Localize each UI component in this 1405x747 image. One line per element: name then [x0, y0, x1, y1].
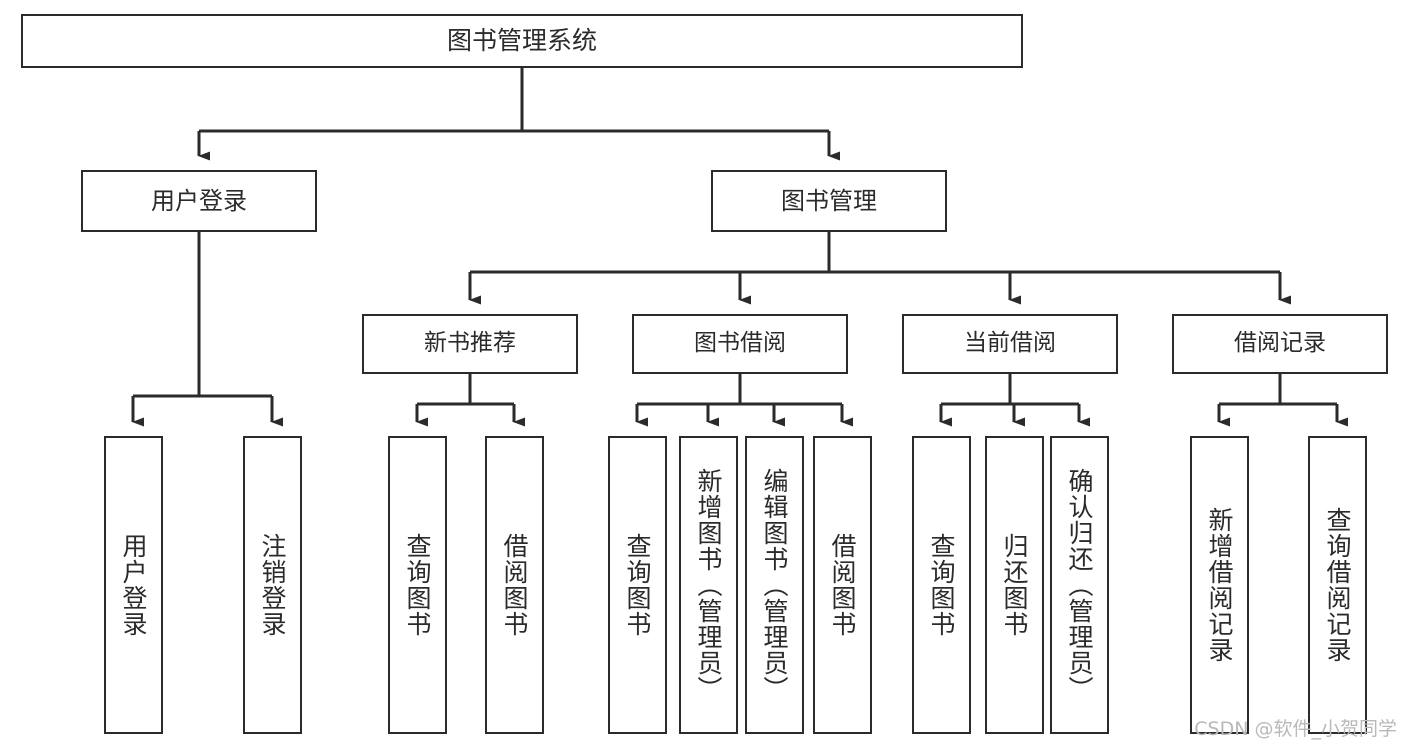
edge-group-book-manage	[468, 232, 1291, 305]
node-label: 确认归还（管理员）	[1065, 468, 1094, 702]
node-label: 查询图书	[623, 533, 652, 637]
leaf-rec-query-book[interactable]: 查询图书	[388, 436, 447, 734]
node-current-borrow[interactable]: 当前借阅	[902, 314, 1118, 374]
leaf-bb-add-book-admin[interactable]: 新增图书（管理员）	[679, 436, 738, 734]
node-label: 借阅图书	[828, 533, 857, 637]
leaf-bb-query-book[interactable]: 查询图书	[608, 436, 667, 734]
node-label: 用户登录	[119, 533, 148, 637]
leaf-cb-query-book[interactable]: 查询图书	[912, 436, 971, 734]
leaf-br-query-record[interactable]: 查询借阅记录	[1308, 436, 1367, 734]
leaf-user-login[interactable]: 用户登录	[104, 436, 163, 734]
node-label: 图书管理系统	[446, 26, 597, 56]
node-user-login[interactable]: 用户登录	[81, 170, 317, 232]
node-label: 新增图书（管理员）	[694, 468, 723, 702]
edge-group-borrow-record	[1217, 374, 1348, 427]
node-label: 注销登录	[258, 533, 287, 637]
node-label: 用户登录	[151, 186, 247, 215]
node-root-system[interactable]: 图书管理系统	[21, 14, 1023, 68]
node-label: 新书推荐	[424, 330, 516, 357]
leaf-bb-edit-book-admin[interactable]: 编辑图书（管理员）	[745, 436, 804, 734]
leaf-rec-borrow-book[interactable]: 借阅图书	[485, 436, 544, 734]
node-label: 编辑图书（管理员）	[760, 468, 789, 702]
node-book-manage[interactable]: 图书管理	[711, 170, 947, 232]
node-label: 当前借阅	[964, 330, 1056, 357]
leaf-bb-borrow-book[interactable]: 借阅图书	[813, 436, 872, 734]
edge-group-current-borrow	[939, 374, 1090, 427]
leaf-user-logout[interactable]: 注销登录	[243, 436, 302, 734]
leaf-br-add-record[interactable]: 新增借阅记录	[1190, 436, 1249, 734]
edge-group-new-book-rec	[415, 374, 525, 427]
edge-group-root	[197, 68, 840, 161]
node-label: 借阅图书	[500, 533, 529, 637]
node-book-borrow[interactable]: 图书借阅	[632, 314, 848, 374]
node-label: 归还图书	[1000, 533, 1029, 637]
node-label: 借阅记录	[1234, 330, 1326, 357]
node-new-book-rec[interactable]: 新书推荐	[362, 314, 578, 374]
node-label: 查询图书	[927, 533, 956, 637]
leaf-cb-confirm-return-admin[interactable]: 确认归还（管理员）	[1050, 436, 1109, 734]
csdn-watermark: CSDN @软件_小贺同学	[1194, 718, 1397, 740]
node-label: 查询借阅记录	[1323, 507, 1352, 663]
node-label: 图书借阅	[694, 330, 786, 357]
node-borrow-record[interactable]: 借阅记录	[1172, 314, 1388, 374]
edge-group-user-login	[131, 232, 283, 427]
node-label: 查询图书	[403, 533, 432, 637]
edge-group-book-borrow	[635, 374, 853, 427]
node-label: 新增借阅记录	[1205, 507, 1234, 663]
node-label: 图书管理	[781, 186, 877, 215]
leaf-cb-return-book[interactable]: 归还图书	[985, 436, 1044, 734]
